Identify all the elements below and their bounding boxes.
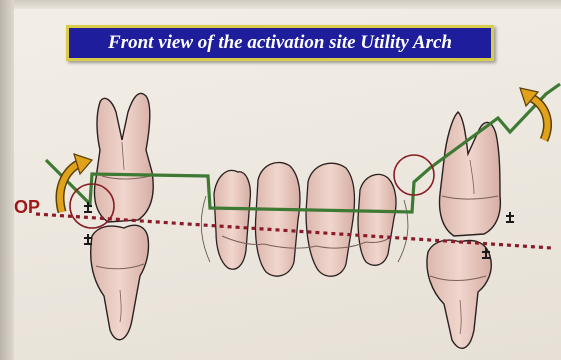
anterior-teeth bbox=[201, 162, 408, 276]
left-lower-molar bbox=[91, 225, 149, 339]
left-upper-molar bbox=[95, 93, 154, 222]
right-upper-molar bbox=[440, 112, 501, 236]
occlusal-plane-label: OP bbox=[14, 197, 40, 218]
right-lower-molar bbox=[427, 240, 491, 348]
